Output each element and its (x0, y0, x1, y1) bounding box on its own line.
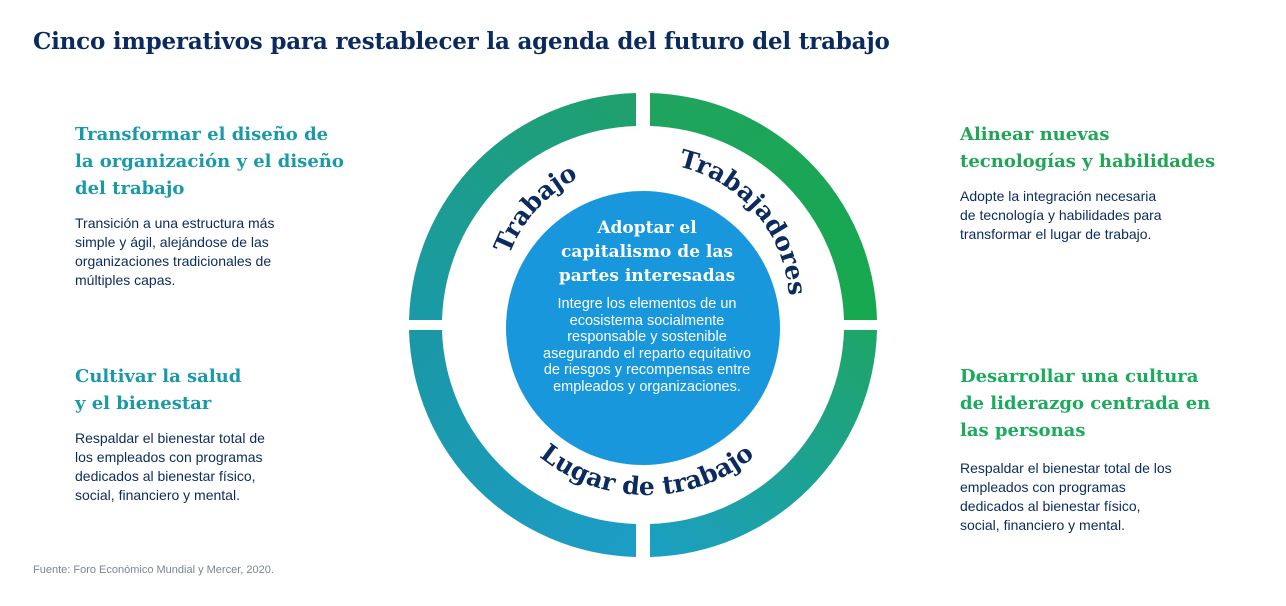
ring-quadrant-bottom-right (650, 330, 877, 557)
center-text: Adoptar el capitalismo de las partes int… (507, 216, 787, 444)
heading-line: tecnologías y habilidades (960, 151, 1216, 172)
body-line: Adopte la integración necesaria (960, 188, 1157, 204)
imperative-body: Adopte la integración necesaria de tecno… (960, 187, 1260, 244)
imperative-bottom-right: Desarrollar una cultura de liderazgo cen… (960, 363, 1260, 535)
heading-line: las personas (960, 420, 1086, 441)
ring-quadrant-top-left (409, 93, 636, 320)
body-line: Transición a una estructura más (75, 215, 275, 231)
body-line: dedicados al bienestar físico, (960, 498, 1141, 514)
body-line: transformar el lugar de trabajo. (960, 226, 1152, 242)
body-line: dedicados al bienestar físico, (75, 468, 256, 484)
heading-line: del trabajo (75, 178, 185, 199)
body-line: social, financiero y mental. (75, 487, 240, 503)
center-circle (506, 191, 780, 465)
body-line: Respaldar el bienestar total de los (960, 460, 1172, 476)
body-line: empleados con programas (960, 479, 1126, 495)
center-heading-line: Adoptar el (597, 218, 697, 238)
center-body: Integre los elementos de un ecosistema s… (543, 296, 751, 395)
body-line: múltiples capas. (75, 272, 176, 288)
page-title: Cinco imperativos para restablecer la ag… (33, 28, 890, 55)
imperative-top-left: Transformar el diseño de la organización… (75, 121, 375, 290)
body-line: los empleados con programas (75, 449, 263, 465)
imperative-heading: Alinear nuevas tecnologías y habilidades (960, 121, 1260, 175)
body-line: social, financiero y mental. (960, 517, 1125, 533)
imperative-body: Respaldar el bienestar total de los empl… (960, 459, 1260, 535)
center-heading-line: capitalismo de las (561, 242, 733, 262)
heading-line: Cultivar la salud (75, 366, 242, 387)
source-note: Fuente: Foro Económico Mundial y Mercer,… (33, 564, 274, 576)
imperative-body: Transición a una estructura más simple y… (75, 214, 375, 290)
body-line: organizaciones tradicionales de (75, 253, 272, 269)
imperative-body: Respaldar el bienestar total de los empl… (75, 429, 365, 505)
heading-line: la organización y el diseño (75, 151, 344, 172)
imperative-bottom-left: Cultivar la salud y el bienestar Respald… (75, 363, 365, 505)
heading-line: Desarrollar una cultura (960, 366, 1199, 387)
imperative-heading: Desarrollar una cultura de liderazgo cen… (960, 363, 1260, 444)
heading-line: y el bienestar (75, 393, 212, 414)
imperative-heading: Transformar el diseño de la organización… (75, 121, 375, 202)
imperative-heading: Cultivar la salud y el bienestar (75, 363, 365, 417)
heading-line: Alinear nuevas (960, 124, 1110, 145)
imperative-top-right: Alinear nuevas tecnologías y habilidades… (960, 121, 1260, 244)
center-heading-line: partes interesadas (558, 266, 736, 286)
heading-line: de liderazgo centrada en (960, 393, 1211, 414)
body-line: Respaldar el bienestar total de (75, 430, 265, 446)
center-heading: Adoptar el capitalismo de las partes int… (507, 216, 787, 288)
body-line: de tecnología y habilidades para (960, 207, 1162, 223)
ring-quadrant-top-right (650, 93, 877, 320)
heading-line: Transformar el diseño de (75, 124, 329, 145)
ring-quadrant-bottom-left (409, 330, 636, 557)
body-line: simple y ágil, alejándose de las (75, 234, 269, 250)
